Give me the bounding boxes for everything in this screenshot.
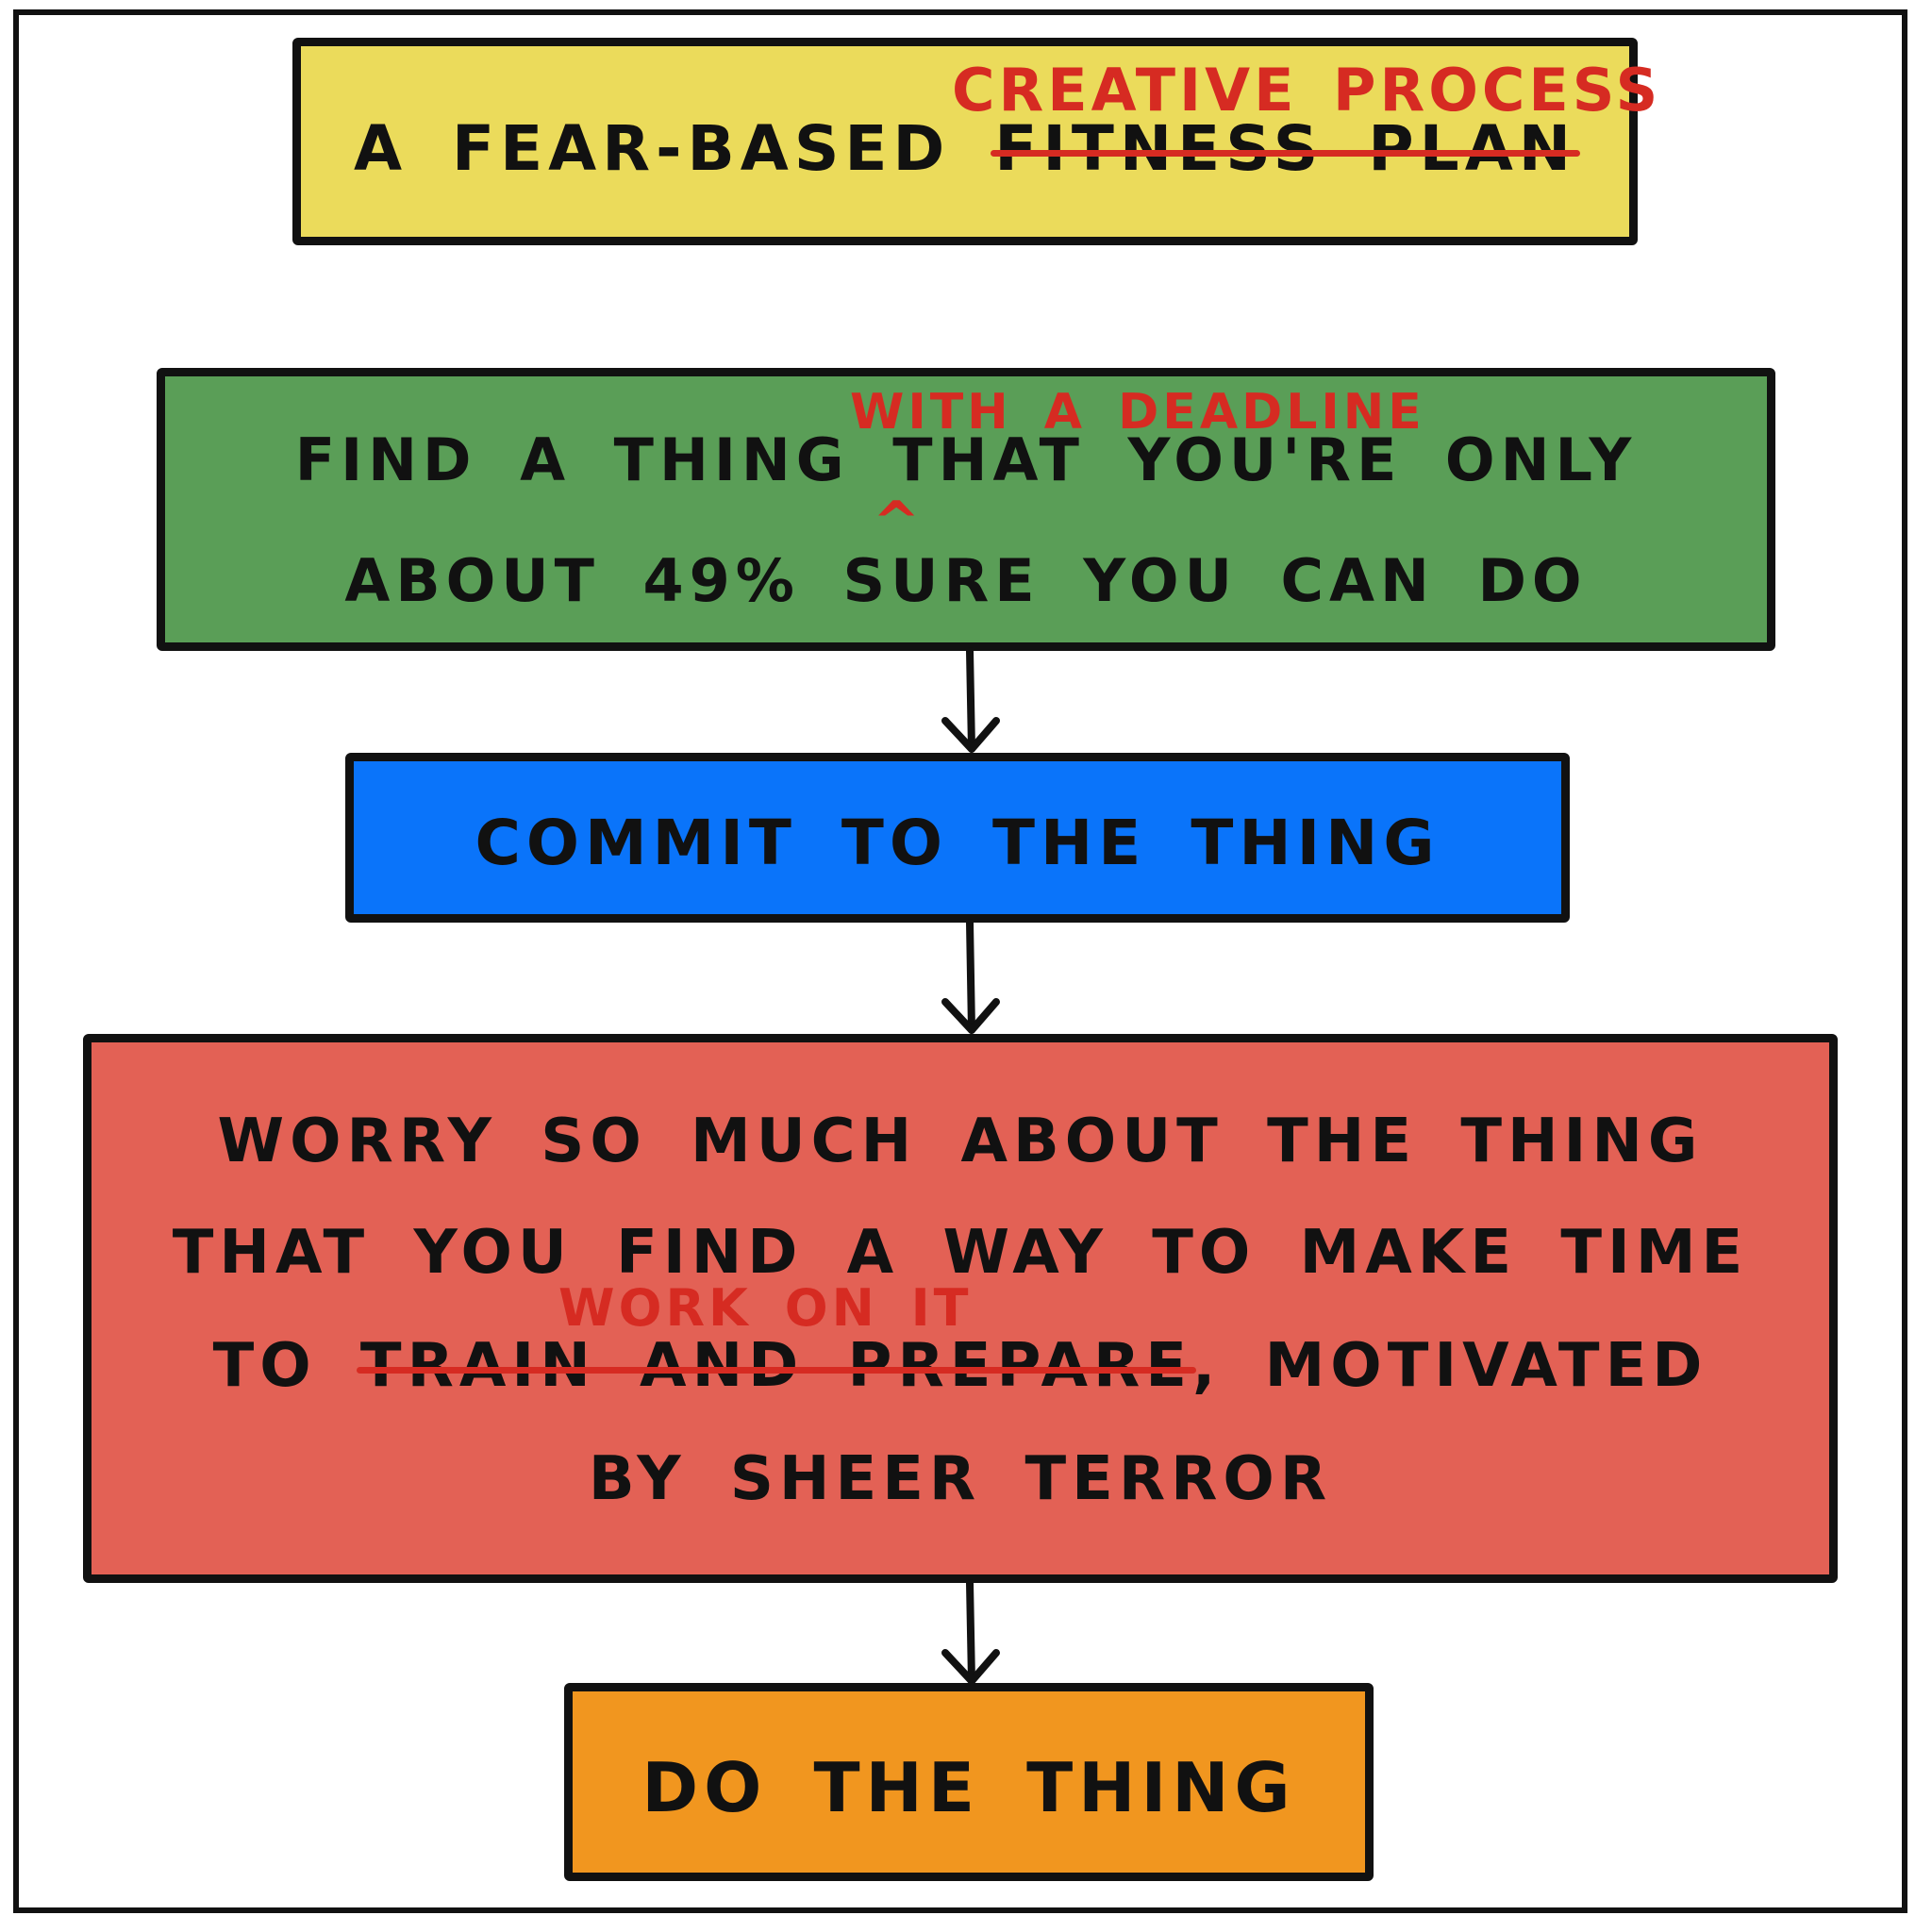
step-worry-line-4: BY SHEER TERROR [588,1444,1333,1514]
step-do-box: DO THE THING [564,1683,1374,1881]
flow-arrow-3 [941,1579,1000,1685]
flow-arrow-2 [941,919,1000,1034]
step-commit-text: COMMIT TO THE THING [475,807,1441,879]
step-worry-line-2: THAT YOU FIND A WAY TO MAKE TIME [172,1218,1749,1288]
step-find-line-1a: FIND A THING [294,425,850,494]
title-insert-annotation: CREATIVE PROCESS [952,56,1662,125]
title-struck-text: FITNESS PLAN [991,112,1580,185]
step-worry-line-1: WORRY SO MUCH ABOUT THE THING [217,1107,1704,1176]
panel-frame [13,9,1907,1913]
insert-caret-icon: ^ [873,490,921,556]
step-worry-box: WORRY SO MUCH ABOUT THE THING THAT YOU F… [83,1034,1838,1583]
step-find-box: FIND A THING THAT YOU'RE ONLY ABOUT 49% … [157,368,1775,651]
step-worry-line-3a: TO [212,1331,317,1401]
title-prefix: A FEAR-BASED [353,112,951,185]
title-box: A FEAR-BASED FITNESS PLAN CREATIVE PROCE… [292,38,1657,245]
step-find-line-1b: THAT YOU'RE ONLY [892,425,1638,494]
step-worry-insert-annotation: WORK ON IT [558,1278,973,1338]
step-do-text: DO THE THING [641,1748,1296,1827]
flow-arrow-1 [941,647,1000,753]
step-worry-line-3b: , MOTIVATED [1192,1331,1708,1401]
step-find-insert-annotation: WITH A DEADLINE [850,384,1425,441]
step-find-line-2: ABOUT 49% SURE YOU CAN DO [344,546,1588,615]
step-find-line-1: FIND A THING THAT YOU'RE ONLY [165,425,1767,494]
title-text: A FEAR-BASED FITNESS PLAN [301,112,1629,185]
step-commit-box: COMMIT TO THE THING [345,753,1570,923]
step-worry-struck-text: TRAIN AND PREPARE [356,1331,1197,1401]
step-worry-line-3: TO TRAIN AND PREPARE, MOTIVATED [92,1331,1829,1401]
